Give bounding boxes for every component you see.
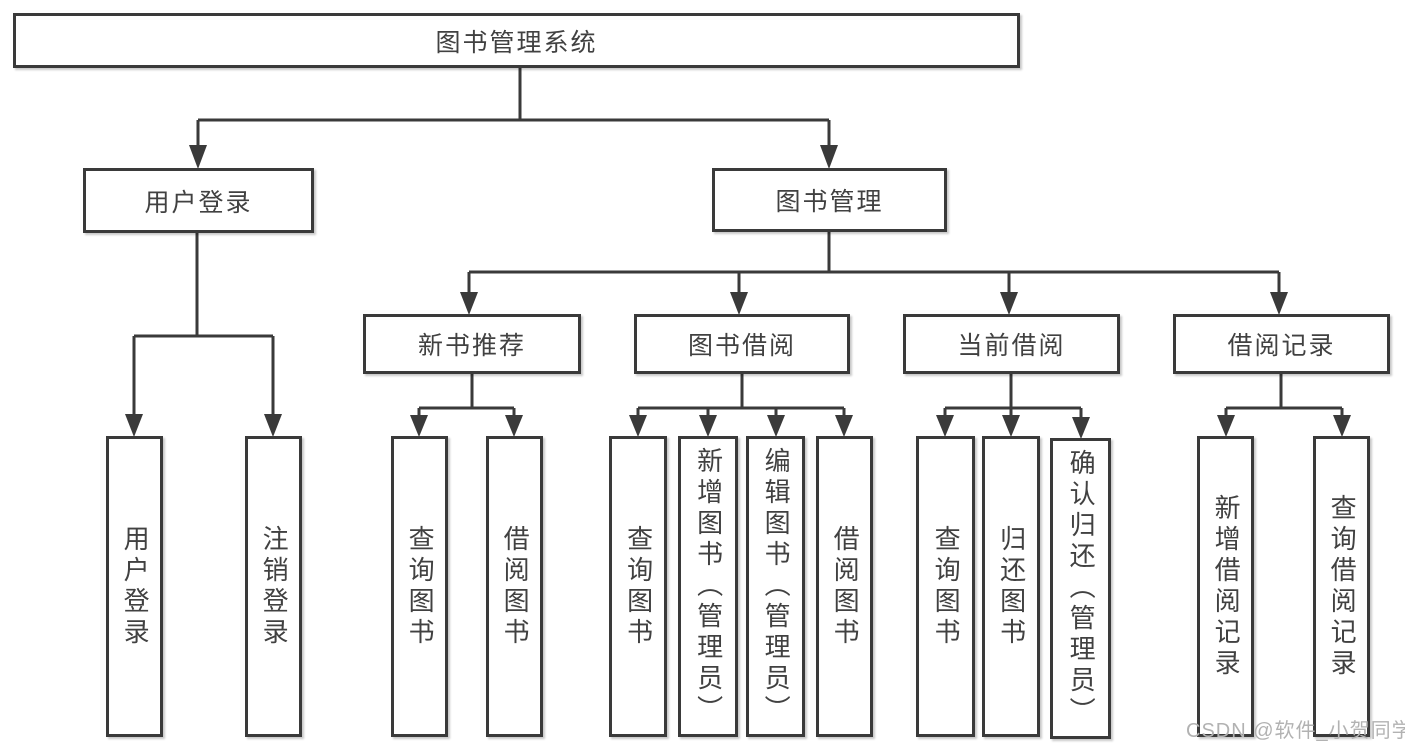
- leaf-query-books-borrow: 查询图书: [609, 436, 667, 737]
- leaf-label: 注销登录: [259, 524, 290, 649]
- leaf-edit-books-admin: 编辑图书（管理员）: [746, 436, 805, 737]
- leaf-borrow-books-recommend: 借阅图书: [486, 436, 543, 737]
- leaf-label: 用户登录: [120, 524, 151, 649]
- leaf-label: 查询图书: [405, 524, 436, 649]
- node-new-book-recommend: 新书推荐: [363, 314, 581, 374]
- leaf-label: 归还图书: [996, 524, 1027, 649]
- node-label: 新书推荐: [417, 332, 526, 360]
- node-label: 用户登录: [144, 188, 253, 217]
- leaf-return-books: 归还图书: [982, 436, 1040, 737]
- node-book-borrow: 图书借阅: [634, 314, 850, 374]
- csdn-watermark: CSDN @软件_小贺同学: [1186, 720, 1405, 742]
- leaf-label: 查询图书: [931, 524, 962, 649]
- leaf-logout: 注销登录: [245, 436, 302, 737]
- leaf-label: 查询借阅记录: [1327, 493, 1358, 680]
- leaf-user-login: 用户登录: [106, 436, 163, 737]
- leaf-label: 确认归还（管理员）: [1066, 449, 1097, 728]
- node-borrow-records: 借阅记录: [1173, 314, 1390, 374]
- node-label: 当前借阅: [957, 332, 1066, 360]
- leaf-confirm-return-admin: 确认归还（管理员）: [1050, 438, 1111, 739]
- leaf-label: 编辑图书（管理员）: [761, 447, 792, 726]
- leaf-query-books-current: 查询图书: [916, 436, 975, 737]
- node-label: 图书借阅: [687, 332, 796, 360]
- node-library-management-system: 图书管理系统: [13, 13, 1020, 68]
- leaf-label: 借阅图书: [830, 524, 861, 649]
- leaf-add-borrow-record: 新增借阅记录: [1197, 436, 1254, 737]
- leaf-label: 新增借阅记录: [1211, 493, 1242, 680]
- leaf-add-books-admin: 新增图书（管理员）: [678, 436, 738, 737]
- node-label: 借阅记录: [1227, 332, 1336, 360]
- node-user-login-branch: 用户登录: [83, 168, 314, 233]
- leaf-label: 新增图书（管理员）: [693, 447, 724, 726]
- leaf-label: 查询图书: [623, 524, 654, 649]
- leaf-query-borrow-record: 查询借阅记录: [1313, 436, 1370, 737]
- node-label: 图书管理: [775, 188, 884, 216]
- leaf-label: 借阅图书: [500, 524, 531, 649]
- node-book-management-branch: 图书管理: [712, 168, 947, 232]
- leaf-borrow-books: 借阅图书: [816, 436, 873, 737]
- node-current-borrow: 当前借阅: [903, 314, 1120, 374]
- leaf-query-books-recommend: 查询图书: [391, 436, 448, 737]
- node-label: 图书管理系统: [435, 28, 598, 57]
